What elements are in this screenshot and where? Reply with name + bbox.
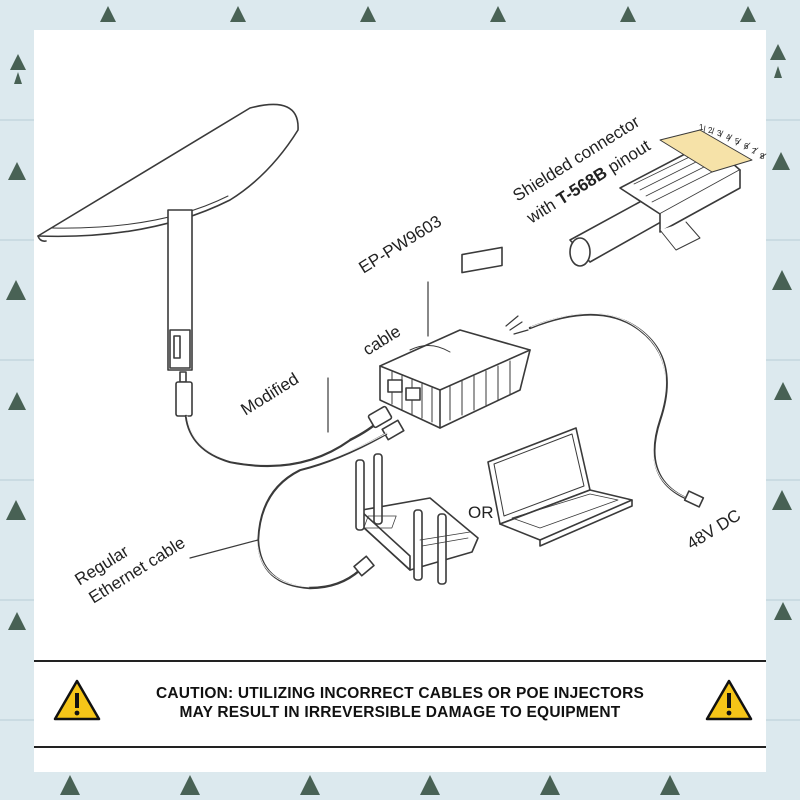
router-device bbox=[356, 454, 478, 584]
pin-number: 5 bbox=[735, 138, 739, 146]
pin-number: 3 bbox=[717, 130, 721, 138]
pin-number: 6 bbox=[744, 143, 748, 151]
pin-number: 1 bbox=[699, 124, 703, 132]
regular-ethernet-cable bbox=[190, 420, 404, 588]
warning-icon bbox=[704, 678, 754, 722]
caution-text: CAUTION: UTILIZING INCORRECT CABLES OR P… bbox=[100, 684, 700, 722]
pin-number: 7 bbox=[752, 148, 756, 156]
caution-line-2: MAY RESULT IN IRREVERSIBLE DAMAGE TO EQU… bbox=[100, 703, 700, 722]
pin-number: 2 bbox=[708, 127, 712, 135]
satellite-dish-icon bbox=[38, 104, 298, 382]
pin-number: 8 bbox=[760, 153, 764, 161]
caution-line-1: CAUTION: UTILIZING INCORRECT CABLES OR P… bbox=[100, 684, 700, 703]
pin-number: 4 bbox=[726, 134, 730, 142]
or-label: OR bbox=[468, 504, 494, 521]
warning-icon bbox=[52, 678, 102, 722]
